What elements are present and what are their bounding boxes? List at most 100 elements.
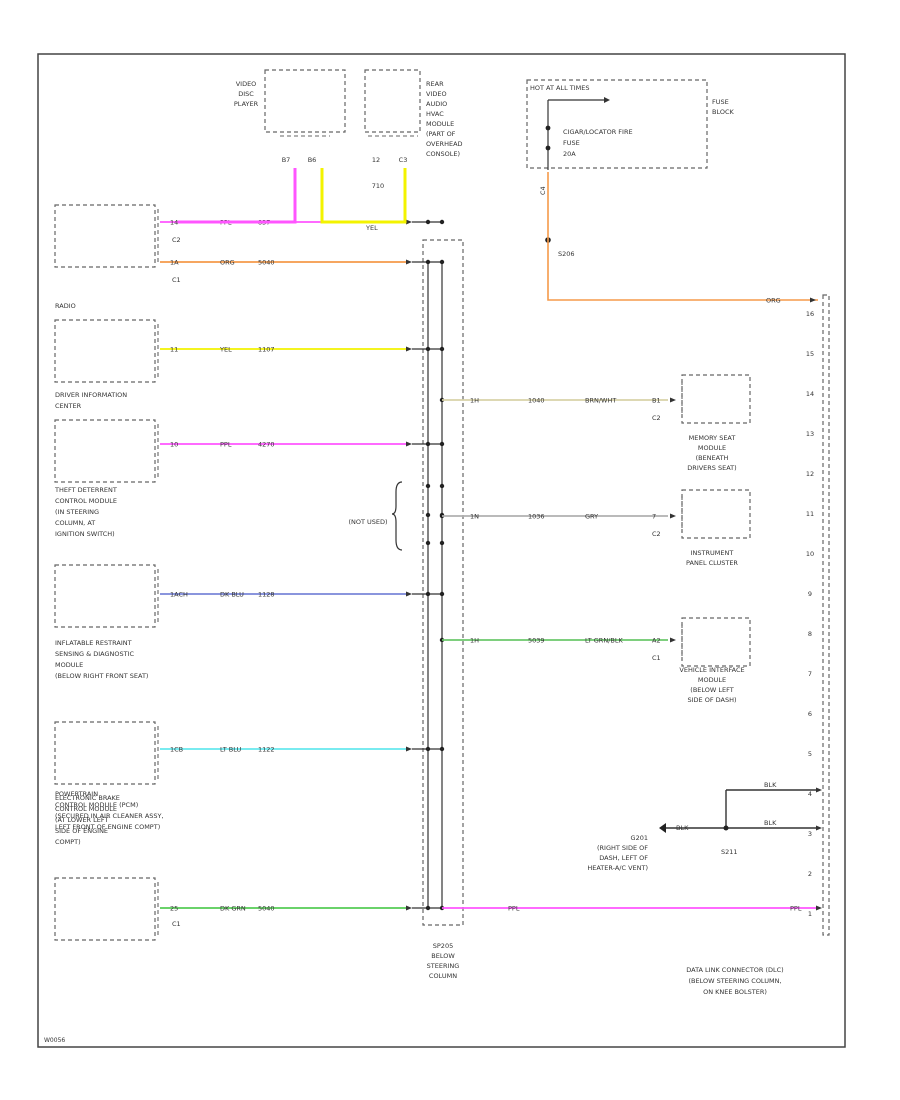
module-label-vehicle-interface-module: SIDE OF DASH) — [687, 696, 736, 704]
splice-label-line: SP205 — [433, 942, 453, 950]
not-used-dot — [439, 540, 445, 546]
fuse-block-box — [526, 79, 708, 169]
dlc-pin: 6 — [808, 710, 812, 718]
rear-video-label-line: OVERHEAD — [426, 140, 463, 148]
wire-blk-color: BLK — [676, 824, 689, 832]
wire-circuit: 1107 — [258, 346, 275, 354]
module-conn: C1 — [172, 920, 181, 928]
module-label-theft-deterrent-module: IGNITION SWITCH) — [55, 530, 115, 538]
wire-yel-color-label: YEL — [365, 224, 378, 232]
dlc-pin: 8 — [808, 630, 812, 638]
bus-dot — [425, 219, 431, 225]
module-label-driver-information-center: DRIVER INFORMATION — [55, 391, 127, 399]
module-label-inflatable-restraint-module: INFLATABLE RESTRAINT — [55, 639, 132, 647]
module-label-vehicle-interface-module: VEHICLE INTERFACE — [679, 666, 744, 674]
not-used-label: (NOT USED) — [348, 518, 387, 526]
fuse-hot-arrowhead — [604, 97, 610, 103]
fuse-block-hot-label: HOT AT ALL TIMES — [530, 84, 590, 92]
bus-dot — [425, 905, 431, 911]
splice-s211-label: S211 — [721, 848, 738, 856]
fuse-block-label-1: FUSE — [712, 98, 729, 106]
dlc-pin: 10 — [806, 550, 814, 558]
wire-circuit: 4270 — [258, 441, 275, 449]
wire-circuit: 5040 — [258, 259, 275, 267]
rear-video-conn: C3 — [399, 156, 408, 164]
ground-g201-label: (RIGHT SIDE OF — [597, 844, 648, 852]
module-conn-bottom: C1 — [172, 276, 181, 284]
module-label-radio: RADIO — [55, 302, 76, 310]
module-box-radio — [54, 319, 156, 383]
bus-dot — [425, 591, 431, 597]
wire-pin: 1ACH — [170, 591, 188, 599]
wire-color: YEL — [219, 346, 232, 354]
wire-arrow — [810, 297, 816, 303]
figure-code: W0056 — [44, 1037, 65, 1044]
module-label-electronic-brake: SIDE OF ENGINE — [55, 827, 108, 835]
rear-video-wire-code: 710 — [372, 182, 384, 190]
module-label-powertrain-control-module: POWERTRAIN — [55, 790, 98, 798]
wire-pin: 14 — [170, 219, 178, 227]
wire-arrow — [406, 441, 412, 447]
rear-video-label-line: MODULE — [426, 120, 454, 128]
dlc-pin: 14 — [806, 390, 814, 398]
not-used-brace — [391, 481, 403, 551]
wire-arrow — [406, 905, 412, 911]
dlc-pin: 7 — [808, 670, 812, 678]
module-label-electronic-brake: ELECTRONIC BRAKE — [55, 794, 120, 802]
splice-label-line: COLUMN — [429, 972, 457, 980]
wire-arrow — [406, 591, 412, 597]
video-player-pin-b6: B6 — [308, 156, 317, 164]
dlc-pin: 13 — [806, 430, 814, 438]
ground-g201-label: DASH, LEFT OF — [599, 854, 648, 862]
splice-block-sp205 — [422, 239, 464, 926]
module-box-vehicle-interface-module — [681, 617, 751, 667]
wire-arrow — [816, 787, 822, 793]
fuse-dot-1 — [545, 125, 551, 131]
wire-pin: 1CB — [170, 746, 183, 754]
dlc-pin: 1 — [808, 910, 812, 918]
wire-arrow — [406, 219, 412, 225]
module-label-instrument-panel-cluster: PANEL CLUSTER — [686, 559, 738, 567]
wire-circuit: 1040 — [528, 397, 545, 405]
wire-arrow — [406, 746, 412, 752]
module-label-powertrain-control-module: (SECURED IN AIR CLEANER ASSY, — [55, 812, 164, 820]
wire-mod-pin: B1 — [652, 397, 661, 405]
dlc-pin: 11 — [806, 510, 814, 518]
ground-g201-symbol — [659, 823, 666, 833]
wire-color: LT BLU — [220, 746, 242, 754]
wire-color: DK GRN — [220, 905, 246, 913]
module-label-theft-deterrent-module: (IN STEERING — [55, 508, 99, 516]
module-label-memory-seat-module: MEMORY SEAT — [689, 434, 736, 442]
splice-label-line: BELOW — [431, 952, 455, 960]
wire-arrow — [670, 637, 676, 643]
module-label-instrument-panel-cluster: INSTRUMENT — [691, 549, 734, 557]
module-label-inflatable-restraint-module: (BELOW RIGHT FRONT SEAT) — [55, 672, 148, 680]
bus-dot — [439, 346, 445, 352]
not-used-dot — [425, 483, 431, 489]
rear-video-label-line: CONSOLE) — [426, 150, 460, 158]
diagram-border — [37, 53, 846, 1048]
ground-g201-label: G201 — [631, 834, 648, 842]
video-player-label-3: PLAYER — [234, 100, 259, 108]
wire-color: ORG — [220, 259, 235, 267]
wire-mod-pin: 7 — [652, 513, 656, 521]
dlc-pin: 15 — [806, 350, 814, 358]
rear-video-label-line: VIDEO — [426, 90, 447, 98]
fuse-name-1: CIGAR/LOCATOR FIRE — [563, 128, 633, 136]
wire-circuit: 5039 — [528, 637, 545, 645]
wire-mod-pin: A2 — [652, 637, 661, 645]
module-box-instrument-panel-cluster — [681, 489, 751, 539]
dlc-pin: 12 — [806, 470, 814, 478]
module-box-unknown-top — [54, 204, 156, 268]
wire-ppl-video-player — [178, 168, 297, 224]
bus-dot — [439, 259, 445, 265]
rear-video-label-line: (PART OF — [426, 130, 456, 138]
module-label-memory-seat-module: MODULE — [698, 444, 726, 452]
module-box-driver-information-center — [54, 419, 156, 483]
wire-blk-color: BLK — [764, 781, 777, 789]
module-label-inflatable-restraint-module: SENSING & DIAGNOSTIC — [55, 650, 135, 658]
wire-color: BRN/WHT — [585, 397, 616, 405]
fuse-name-2: FUSE — [563, 139, 580, 147]
